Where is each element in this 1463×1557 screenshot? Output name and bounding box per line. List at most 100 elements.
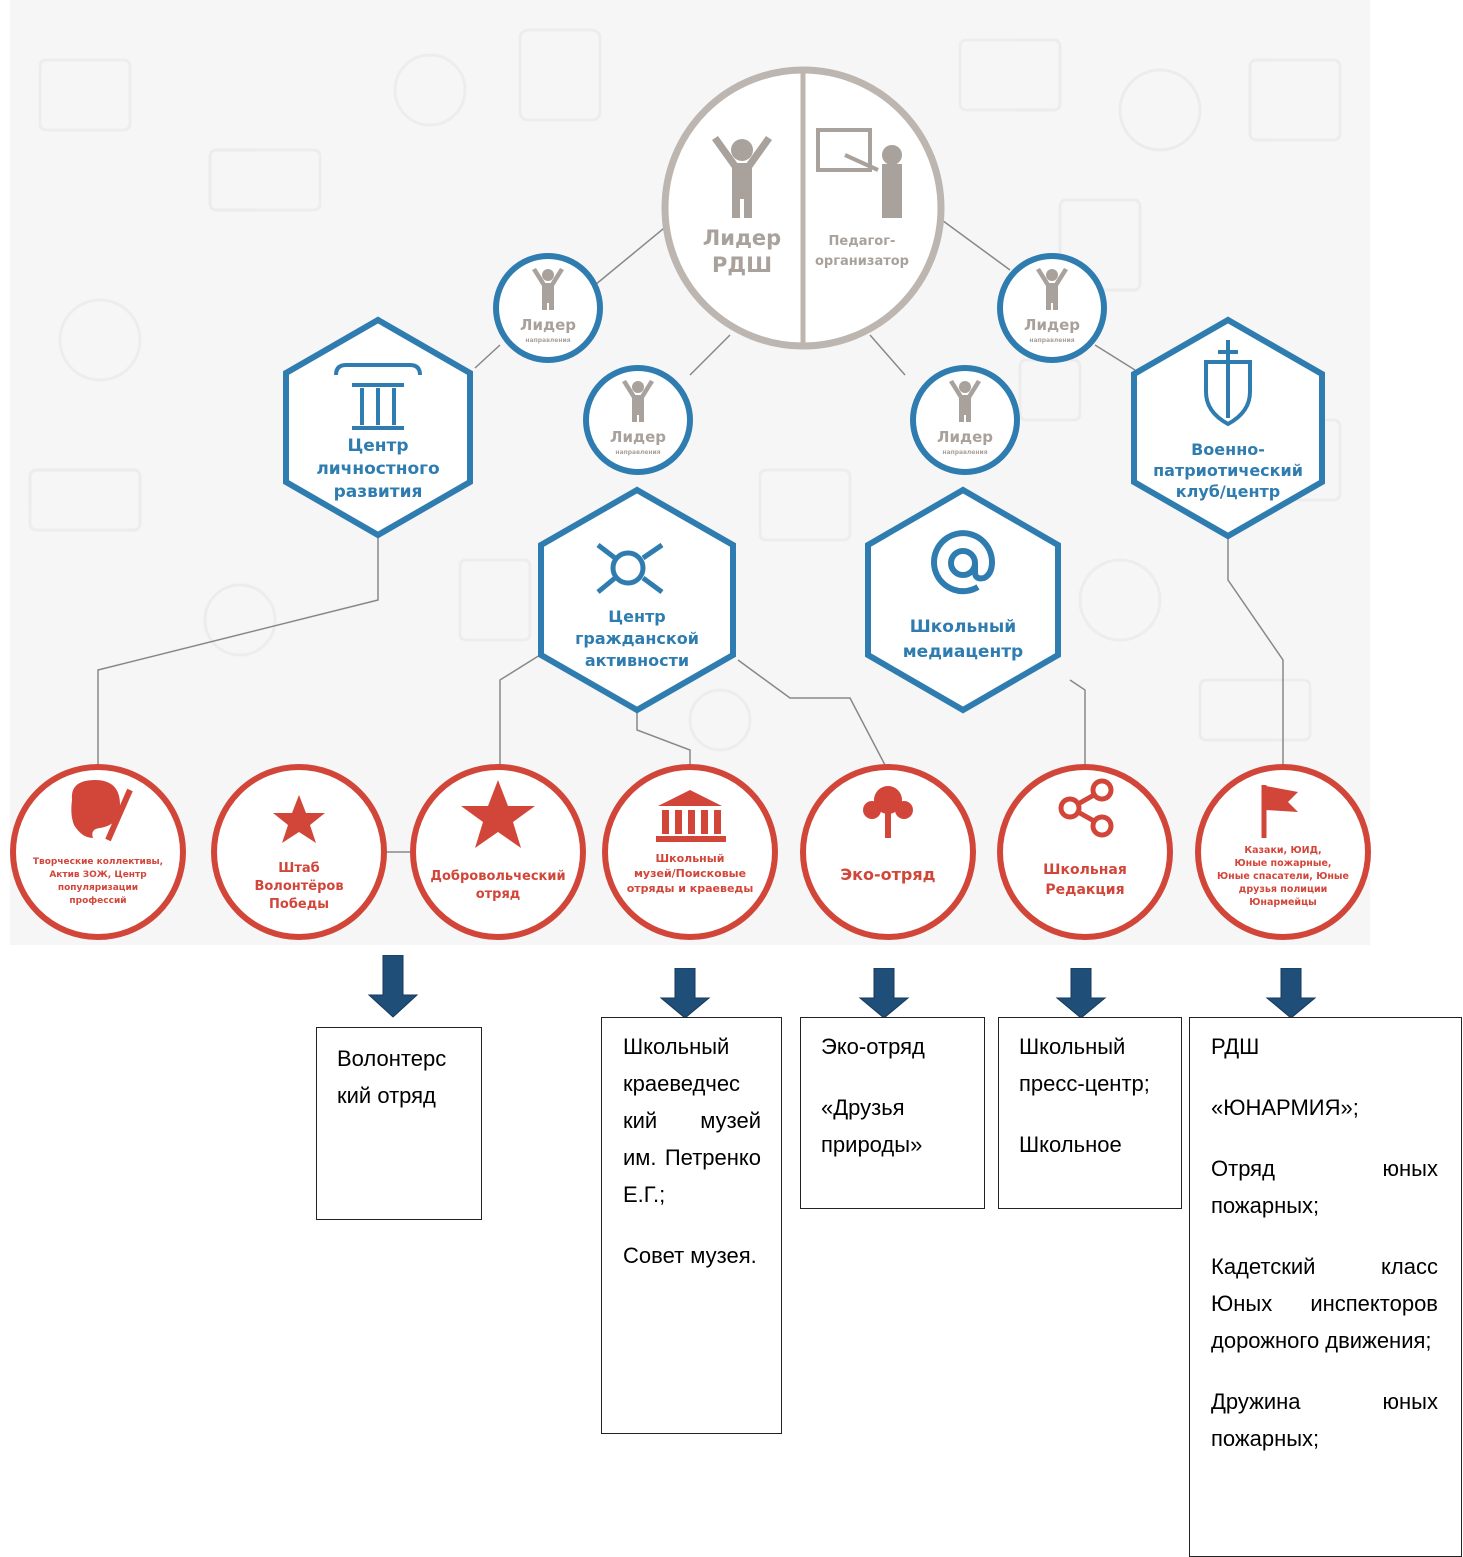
- box-text: «ЮНАРМИЯ»;: [1211, 1095, 1359, 1120]
- box-text: Школьный пресс-центр;: [1019, 1034, 1150, 1096]
- circle-line: Волонтёров: [254, 879, 343, 894]
- circle-line: отряды и краеведы: [627, 882, 754, 895]
- volunteer-squad-box: Волонтерс кий отряд: [316, 1027, 482, 1220]
- down-arrow-icon: [367, 955, 419, 1018]
- box-text: РДШ: [1211, 1034, 1260, 1059]
- at-sign-icon: [931, 530, 996, 595]
- hexagon-civic-activity: Центр гражданской активности: [538, 486, 736, 714]
- teacher-title: Педагог-: [829, 234, 896, 249]
- hexagon-military-patriotic: Военно- патриотический клуб/центр: [1131, 316, 1325, 540]
- circle-volunteer-squad: Добровольческий отряд: [410, 764, 586, 940]
- circle-victory-volunteers: Штаб Волонтёров Победы: [211, 764, 387, 940]
- connector-lines: [97, 214, 1284, 853]
- direction-leader-3: Лидер направления: [910, 365, 1020, 475]
- circle-line: популяризации: [58, 883, 138, 893]
- down-arrow-icon: [659, 968, 711, 1019]
- down-arrow-icon: [1055, 968, 1107, 1019]
- museum-box: Школьный краеведчес кий музей им. Петрен…: [601, 1017, 782, 1434]
- child-raising-arms-icon: [622, 380, 654, 422]
- top-leader-circle: Лидер РДШ Педагог- организатор: [661, 66, 945, 350]
- rdsh-box: РДШ «ЮНАРМИЯ»; Отряд юных пожарных; Каде…: [1189, 1017, 1462, 1557]
- down-arrow-icon: [1265, 968, 1317, 1019]
- share-icon: [1058, 778, 1114, 838]
- circle-line: Эко-отряд: [840, 865, 935, 884]
- box-text: Кадетский класс Юных инспекторов дорожно…: [1211, 1254, 1438, 1353]
- box-text: Дружина юных пожарных;: [1211, 1389, 1438, 1451]
- hexagon-line: Центр: [347, 436, 408, 456]
- hexagon-line: Школьный: [910, 617, 1016, 637]
- flag-icon: [1261, 785, 1298, 838]
- circle-line: Добровольческий: [430, 869, 565, 884]
- child-raising-arms-icon: [949, 380, 981, 422]
- box-text: Совет музея.: [623, 1243, 757, 1268]
- child-raising-arms-icon: [712, 136, 772, 218]
- hexagon-school-media: Школьный медиацентр: [865, 486, 1061, 714]
- box-text: Эко-отряд: [821, 1034, 925, 1059]
- direction-leader-1: Лидер направления: [493, 253, 603, 363]
- box-text: «Друзья природы»: [821, 1095, 923, 1157]
- direction-leader-sub: направления: [942, 449, 987, 456]
- circle-line: музей/Поисковые: [634, 867, 746, 880]
- circle-line: Редакция: [1045, 882, 1124, 898]
- circle-line: Актив ЗОЖ, Центр: [49, 870, 147, 880]
- direction-leader-sub: направления: [1029, 337, 1074, 344]
- org-diagram: Лидер РДШ Педагог- организатор Лидер нап…: [10, 66, 1371, 940]
- circle-line: отряд: [476, 887, 521, 902]
- hexagon-line: активности: [585, 651, 689, 670]
- direction-leader-sub: направления: [525, 337, 570, 344]
- circle-creative-teams: Творческие коллективы, Актив ЗОЖ, Центр …: [10, 764, 186, 940]
- circle-line: профессий: [69, 896, 126, 906]
- circle-cossacks-youth: Казаки, ЮИД, Юные пожарные, Юные спасате…: [1195, 764, 1371, 940]
- circle-line: Победы: [269, 897, 329, 912]
- teacher-sub: организатор: [815, 254, 909, 269]
- box-text: Волонтерс кий отряд: [337, 1046, 447, 1108]
- box-text: Школьный краеведчес кий музей им. Петрен…: [623, 1034, 761, 1207]
- hexagon-line: личностного: [316, 459, 439, 479]
- circle-line: Штаб: [278, 861, 319, 876]
- press-center-box: Школьный пресс-центр; Школьное: [998, 1017, 1182, 1209]
- hexagon-line: Центр: [608, 607, 665, 626]
- circle-line: друзья полиции: [1239, 884, 1328, 895]
- circle-line: Юнармейцы: [1249, 897, 1316, 908]
- shield-sword-icon: [1204, 340, 1252, 427]
- direction-leader-title: Лидер: [520, 316, 576, 334]
- leader-rdsh-sub: РДШ: [712, 253, 772, 277]
- joined-hands-icon: [596, 542, 664, 595]
- hexagon-line: Военно-: [1191, 440, 1265, 459]
- museum-building-icon: [656, 790, 726, 842]
- down-arrow-icon: [858, 968, 910, 1019]
- leader-rdsh-title: Лидер: [703, 226, 781, 250]
- child-raising-arms-icon: [532, 268, 564, 310]
- child-raising-arms-icon: [1036, 268, 1068, 310]
- circle-line: Юные спасатели, Юные: [1217, 871, 1349, 882]
- direction-leader-4: Лидер направления: [997, 253, 1107, 363]
- column-icon: [334, 363, 422, 430]
- direction-leader-2: Лидер направления: [583, 365, 693, 475]
- teacher-at-board-icon: [816, 128, 902, 218]
- circle-school-editorial: Школьная Редакция: [997, 764, 1173, 940]
- hexagon-line: развития: [334, 482, 423, 502]
- hexagon-line: гражданской: [575, 629, 699, 648]
- hexagon-line: клуб/центр: [1176, 482, 1281, 501]
- circle-line: Школьная: [1043, 862, 1127, 878]
- star-icon: [273, 795, 325, 843]
- star-icon: [461, 780, 535, 848]
- hexagon-line: медиацентр: [903, 642, 1023, 662]
- eco-squad-box: Эко-отряд «Друзья природы»: [800, 1017, 985, 1209]
- circle-line: Творческие коллективы,: [33, 857, 163, 867]
- circle-line: Школьный: [656, 852, 725, 865]
- palette-brush-icon: [71, 780, 133, 842]
- hexagon-line: патриотический: [1153, 461, 1303, 480]
- box-text: Школьное: [1019, 1132, 1122, 1157]
- tree-icon: [863, 786, 913, 838]
- circle-line: Юные пожарные,: [1234, 858, 1331, 869]
- hexagon-personal-development: Центр личностного развития: [283, 316, 473, 539]
- box-text: Отряд юных пожарных;: [1211, 1156, 1438, 1218]
- direction-leader-title: Лидер: [1024, 316, 1080, 334]
- direction-leader-title: Лидер: [610, 428, 666, 446]
- direction-leader-sub: направления: [615, 449, 660, 456]
- circle-line: Казаки, ЮИД,: [1244, 845, 1321, 856]
- direction-leader-title: Лидер: [937, 428, 993, 446]
- circle-school-museum: Школьный музей/Поисковые отряды и краеве…: [602, 764, 778, 940]
- circle-eco-squad: Эко-отряд: [800, 764, 976, 940]
